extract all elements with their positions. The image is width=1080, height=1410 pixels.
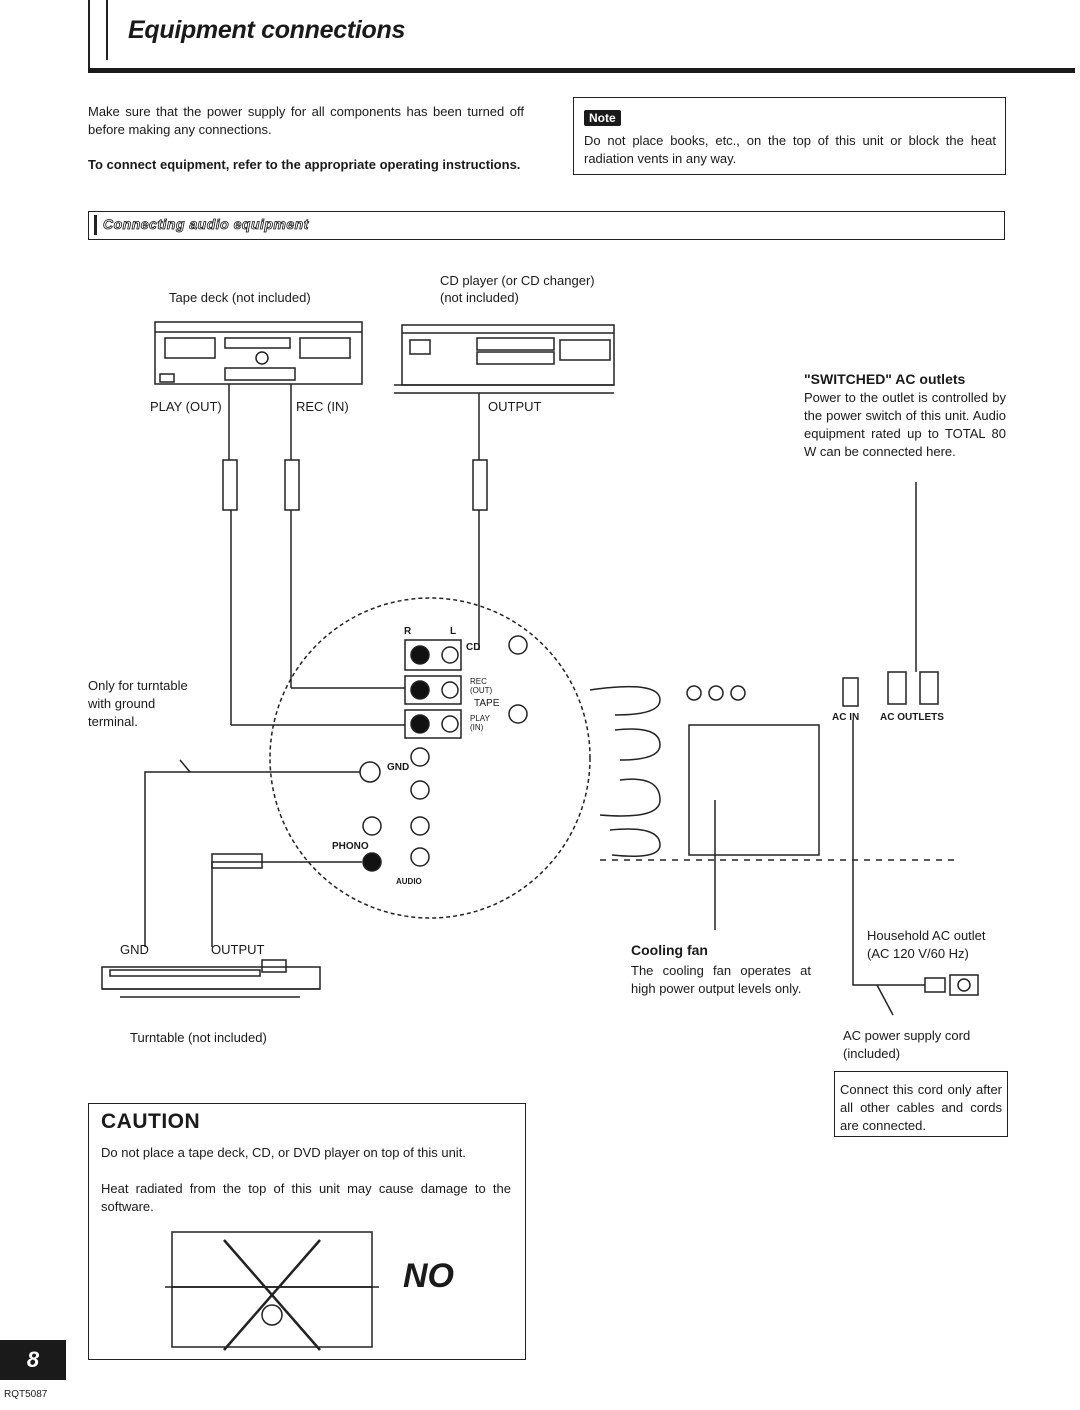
turntable-gnd-label: GND — [120, 942, 149, 957]
connect-note-text: Connect this cord only after all other c… — [840, 1082, 1002, 1133]
rec-out-jack-label: REC (OUT) — [470, 677, 493, 695]
page-title: Equipment connections — [128, 16, 406, 44]
household-outlet-1: Household AC outlet — [867, 928, 986, 943]
intro-text: Make sure that the power supply for all … — [88, 104, 524, 137]
cd-player-label-2: (not included) — [440, 290, 519, 305]
caution-title: CAUTION — [101, 1110, 201, 1133]
note-text: Do not place books, etc., on the top of … — [584, 133, 996, 166]
doc-code: RQT5087 — [4, 1389, 48, 1400]
caution-box: CAUTION Do not place a tape deck, CD, or… — [88, 1103, 526, 1360]
no-label: NO — [403, 1257, 454, 1295]
play-in-jack-label: PLAY (IN) — [470, 714, 490, 732]
title-bracket — [88, 0, 90, 72]
cooling-fan-title: Cooling fan — [631, 942, 708, 958]
note-badge: Note — [584, 110, 621, 126]
ac-in-label: AC IN — [832, 712, 860, 723]
section-header: Connecting audio equipment — [88, 211, 1005, 240]
cd-jack-label: CD — [466, 642, 481, 653]
household-outlet-2: (AC 120 V/60 Hz) — [867, 946, 969, 961]
cooling-fan-text: The cooling fan operates at high power o… — [631, 963, 811, 996]
title-rule — [88, 68, 1075, 73]
jack-l-label: L — [450, 626, 457, 637]
power-cord-label-1: AC power supply cord — [843, 1028, 971, 1043]
turntable-label: Turntable (not included) — [130, 1030, 267, 1045]
title-bracket-inner — [106, 0, 108, 60]
section-title: Connecting audio equipment — [103, 216, 309, 233]
tape-deck-label: Tape deck (not included) — [169, 290, 311, 305]
turntable-note-3: terminal. — [88, 714, 138, 729]
jack-r-label: R — [404, 626, 412, 637]
turntable-drawing — [101, 959, 321, 998]
caution-illustration — [165, 1231, 379, 1351]
turntable-output-label: OUTPUT — [211, 942, 265, 957]
rec-in-label: REC (IN) — [296, 399, 349, 414]
turntable-note-1: Only for turntable — [88, 678, 188, 693]
audio-label: AUDIO — [396, 877, 422, 886]
connect-note-box: Connect this cord only after all other c… — [834, 1071, 1008, 1137]
caution-text-1: Do not place a tape deck, CD, or DVD pla… — [101, 1145, 466, 1160]
ac-outlets-label: AC OUTLETS — [880, 712, 944, 723]
instruction-text: To connect equipment, refer to the appro… — [88, 157, 521, 172]
caution-text-2: Heat radiated from the top of this unit … — [101, 1181, 511, 1214]
note-box: Note Do not place books, etc., on the to… — [573, 97, 1006, 175]
page-number: 8 — [0, 1340, 66, 1380]
phono-label: PHONO — [332, 841, 369, 852]
cd-player-drawing — [394, 324, 615, 394]
gnd-panel-label: GND — [387, 762, 410, 773]
switched-outlets-text: Power to the outlet is controlled by the… — [804, 390, 1006, 459]
switched-outlets-title: "SWITCHED" AC outlets — [804, 371, 966, 387]
tape-jack-label: TAPE — [474, 698, 500, 709]
cd-player-label-1: CD player (or CD changer) — [440, 273, 595, 288]
play-out-label: PLAY (OUT) — [150, 399, 222, 414]
power-cord-label-2: (included) — [843, 1046, 901, 1061]
turntable-note-2: with ground — [88, 696, 156, 711]
cd-output-label: OUTPUT — [488, 399, 542, 414]
tape-deck-drawing — [154, 321, 363, 385]
